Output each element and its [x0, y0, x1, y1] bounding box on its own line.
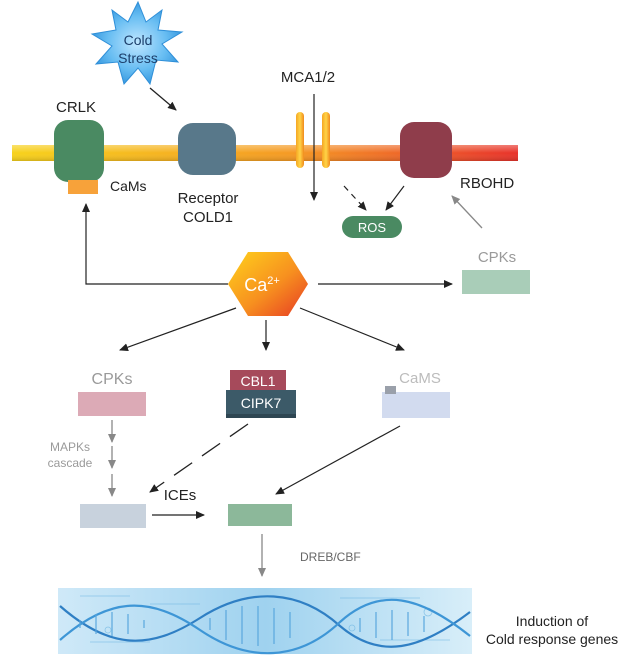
arrow-rbohd-to-ros: [385, 185, 405, 211]
cpks-right-box: [462, 270, 530, 294]
cipk7-box: [226, 390, 296, 414]
cbl1-box: [230, 370, 286, 392]
ros-label: ROS: [358, 220, 387, 235]
dreb-label: DREB/CBF: [300, 550, 361, 564]
ros-pill: [342, 216, 402, 238]
arrow-cams-to-ices: [275, 425, 401, 495]
cpks-left-box: [78, 392, 146, 416]
receptor-label: Receptor: [178, 190, 239, 207]
ca-label: Ca2+: [244, 275, 280, 295]
dna-band: [58, 588, 472, 655]
cbl1-label: CBL1: [240, 373, 275, 389]
cold-stress-star: Cold Stress: [90, 0, 184, 86]
arrow-cold-to-receptor: [149, 87, 177, 111]
cams-mid-label: CaMS: [399, 370, 441, 387]
crlk-receptor: [54, 120, 104, 182]
arrow-cipk7-to-ices: [149, 423, 249, 493]
induction-label-1: Induction of: [516, 613, 588, 629]
cold1-receptor: [178, 123, 236, 175]
ices-label: ICEs: [164, 487, 197, 504]
rbohd-label: RBOHD: [460, 175, 514, 192]
ices-right-box: [228, 504, 292, 526]
cpks-left-label: CPKs: [92, 371, 133, 388]
cams-mid-box: [382, 392, 450, 418]
cipk7-label: CIPK7: [241, 395, 282, 411]
cpks-right-label: CPKs: [478, 249, 516, 266]
mapks-label-1: MAPKs: [50, 440, 90, 454]
cams-top-label: CaMs: [110, 178, 147, 194]
cams-chip: [68, 180, 98, 194]
arrow-ca-to-cpks-left: [119, 307, 237, 352]
cold1-label: COLD1: [183, 209, 233, 226]
cold-stress-label-1: Cold: [124, 32, 153, 48]
arrow-ca-to-cams-mid: [299, 307, 405, 351]
plasma-membrane: [12, 145, 518, 161]
mca-channel-right: [322, 112, 330, 168]
calcium-hexagon: Ca2+: [228, 252, 308, 316]
arrow-mca-to-ros: [343, 185, 367, 211]
arrow-ca-to-cams: [82, 203, 228, 285]
mca-channel-left: [296, 112, 304, 168]
rbohd-enzyme: [400, 122, 452, 178]
induction-label-2: Cold response genes: [486, 631, 618, 647]
mapks-label-2: cascade: [48, 456, 93, 470]
mca-label: MCA1/2: [281, 69, 335, 86]
crlk-label: CRLK: [56, 99, 96, 116]
cams-mid-chip: [385, 386, 396, 394]
cold-stress-label-2: Stress: [118, 50, 158, 66]
arrow-cpks-to-rbohd: [451, 195, 483, 229]
ices-left-box: [80, 504, 146, 528]
